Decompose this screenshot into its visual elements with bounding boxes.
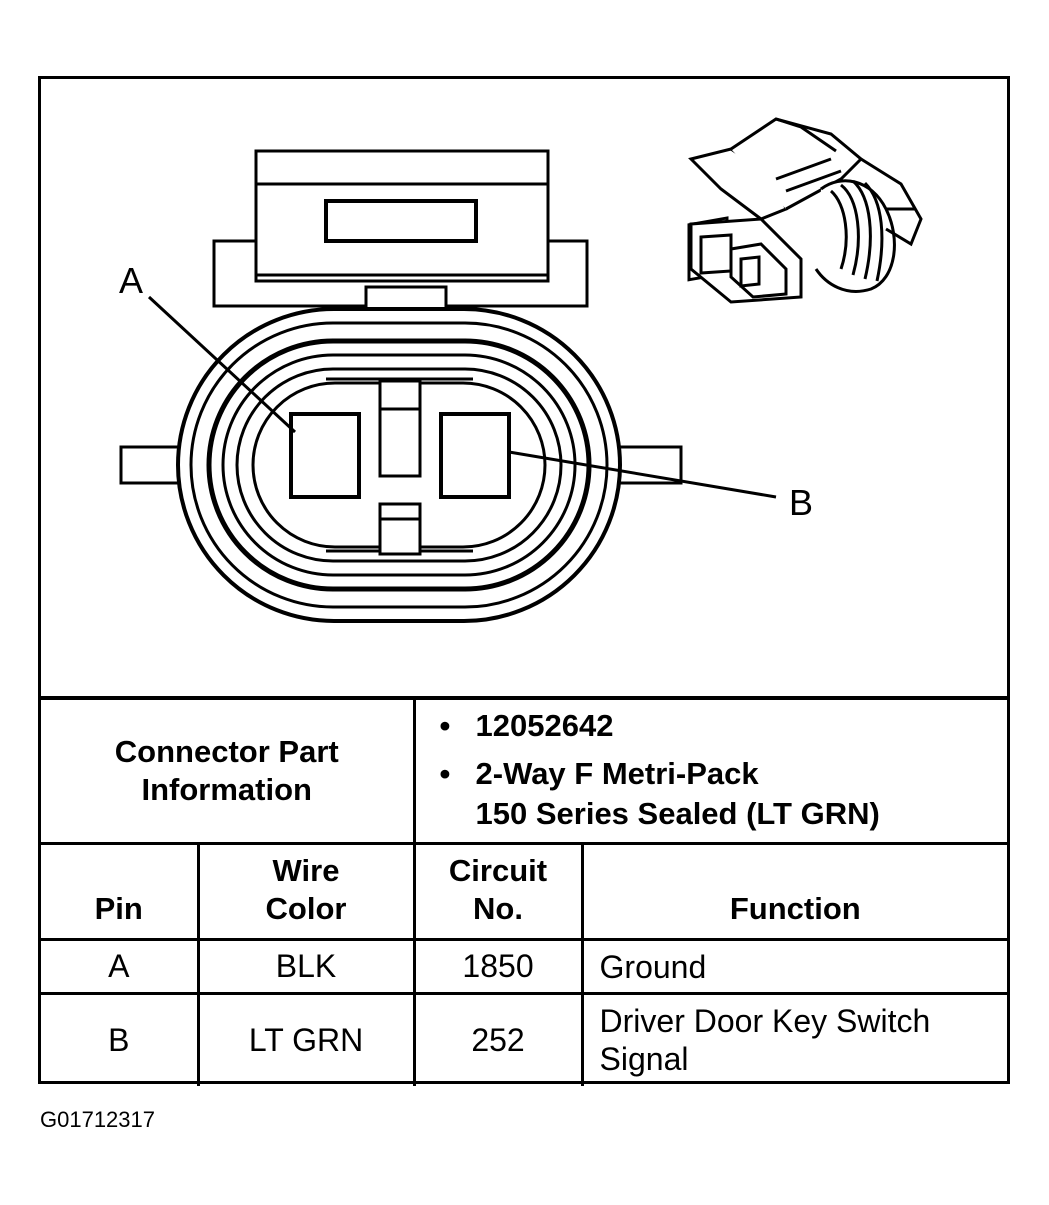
connector-part-info-label: Connector Part Information [41,696,416,845]
connector-part-label-line1: Connector Part [114,734,339,769]
table-header-row: Pin Wire Color Circuit No. Function [41,842,1008,941]
callout-b-leader [508,450,777,499]
callout-b-label: B [789,482,813,523]
part-number-item: • 12052642 [440,706,1008,746]
function-cell: Driver Door Key Switch Signal [580,992,1008,1086]
table-row: B LT GRN 252 Driver Door Key Switch Sign… [41,992,1008,1086]
connector-description-line2: 150 Series Sealed (LT GRN) [475,796,880,831]
header-function: Function [580,842,1008,941]
wire-color-cell: LT GRN [196,992,416,1086]
center-key-top [378,379,422,478]
connector-part-info-list: • 12052642 • 2-Way F Metri-Pack 150 Seri… [412,696,1008,845]
connector-face-diagram: A B [119,117,923,623]
pin-cell: A [41,938,200,995]
terminal-cavity-a [289,412,361,499]
center-key-bottom [378,502,422,556]
bullet-icon: • [439,756,451,791]
callout-a-label: A [119,260,143,301]
connector-isometric-sketch [687,117,923,304]
connector-part-info-row: Connector Part Information • 12052642 • … [41,696,1008,845]
header-circuit-no: Circuit No. [412,842,584,941]
connector-latch-housing [212,149,589,319]
table-row: A BLK 1850 Ground [41,938,1008,995]
header-wire-color: Wire Color [196,842,416,941]
pin-cell: B [41,992,200,1086]
bullet-icon: • [439,708,451,743]
terminal-cavity-b [439,412,511,499]
circuit-cell: 1850 [412,938,584,995]
callout-a-leader [147,295,297,434]
part-number: 12052642 [475,708,614,743]
header-pin: Pin [41,842,200,941]
connector-part-label-line2: Information [141,772,313,807]
function-cell: Ground [580,938,1008,995]
circuit-cell: 252 [412,992,584,1086]
wire-color-cell: BLK [196,938,416,995]
connector-description-line1: 2-Way F Metri-Pack [475,756,759,791]
figure-code: G01712317 [40,1107,155,1132]
connector-description-item: • 2-Way F Metri-Pack 150 Series Sealed (… [440,754,1008,834]
connector-diagram-frame: A B [38,76,1010,1086]
connector-info-table: Connector Part Information • 12052642 • … [41,696,1008,1086]
